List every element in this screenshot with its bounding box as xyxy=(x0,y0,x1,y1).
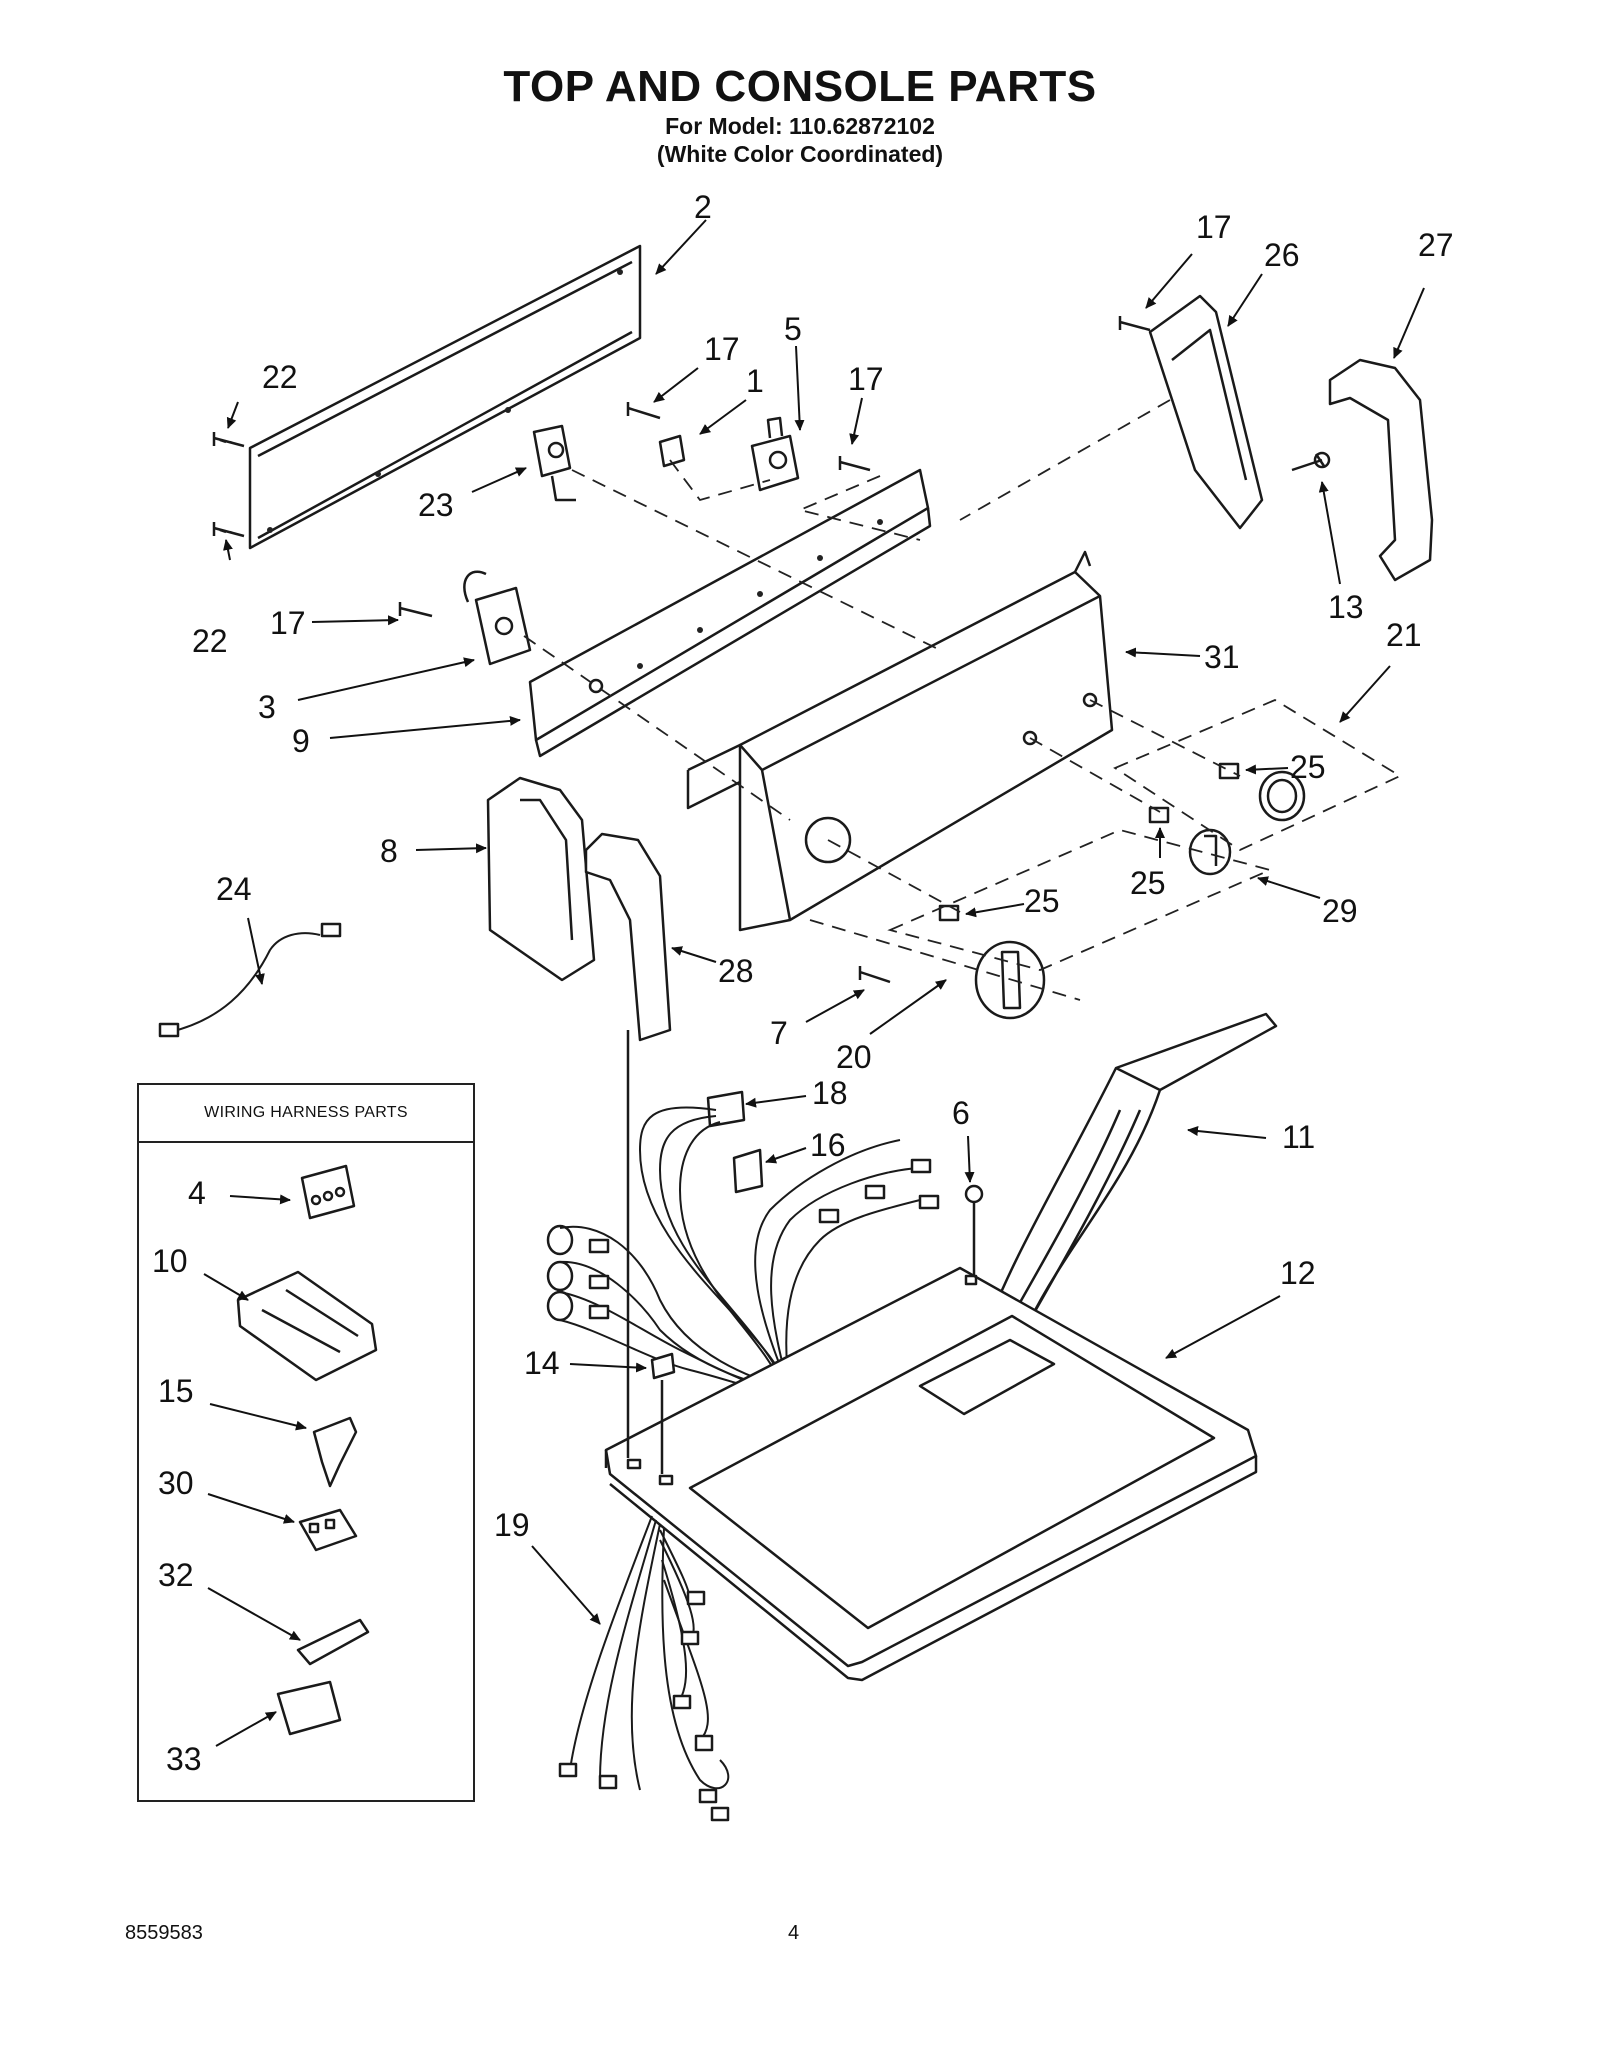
callout-22-bottom: 22 xyxy=(192,623,228,659)
screw-17-right xyxy=(838,456,871,472)
clip-25a xyxy=(1218,762,1240,780)
page-header: TOP AND CONSOLE PARTS For Model: 110.628… xyxy=(0,62,1600,168)
part-27-trim xyxy=(1328,358,1434,582)
callout-5: 5 xyxy=(784,311,802,347)
callout-27: 27 xyxy=(1418,227,1454,263)
callout-18: 18 xyxy=(812,1075,848,1111)
callout-17-b: 17 xyxy=(848,361,884,397)
part-10-housing xyxy=(236,1270,378,1382)
part-33-housing xyxy=(276,1680,342,1736)
model-line: For Model: 110.62872102 xyxy=(665,113,935,139)
screw-17-upper-right xyxy=(1118,316,1151,332)
part-30-housing xyxy=(298,1508,358,1552)
part-5-switch xyxy=(750,416,800,492)
callout-19: 19 xyxy=(494,1507,530,1543)
part-28-trim-left xyxy=(584,832,672,1042)
callout-10: 10 xyxy=(152,1243,188,1279)
screw-17-top xyxy=(626,402,661,420)
part-12-top-cover xyxy=(604,1266,1258,1682)
screw-13 xyxy=(1291,451,1331,472)
callout-24: 24 xyxy=(216,871,252,907)
callout-7: 7 xyxy=(770,1015,788,1051)
callout-4: 4 xyxy=(188,1175,206,1211)
callout-8: 8 xyxy=(380,833,398,869)
callout-26: 26 xyxy=(1264,237,1300,273)
callout-20: 20 xyxy=(836,1039,872,1075)
part-4-housing xyxy=(300,1164,356,1220)
callout-29: 29 xyxy=(1322,893,1358,929)
callout-14: 14 xyxy=(524,1345,560,1381)
callout-2: 2 xyxy=(694,189,712,225)
part-11-lint-housing xyxy=(980,1012,1278,1354)
part-2-back-panel xyxy=(248,244,642,550)
callout-31: 31 xyxy=(1204,639,1240,675)
part-23-switch xyxy=(532,424,576,502)
callout-1: 1 xyxy=(746,363,764,399)
wiring-harness-title: WIRING HARNESS PARTS xyxy=(139,1085,473,1143)
callout-21: 21 xyxy=(1386,617,1422,653)
part-8-end-cap-left xyxy=(486,776,596,982)
part-16-clip xyxy=(732,1148,764,1194)
clip-25c xyxy=(938,904,960,922)
clip-25b xyxy=(1148,806,1170,824)
screw-7 xyxy=(858,966,891,984)
part-9-control-bracket xyxy=(528,468,932,758)
callout-30: 30 xyxy=(158,1465,194,1501)
callout-3: 3 xyxy=(258,689,276,725)
screw-22a xyxy=(212,432,245,448)
part-14-clip xyxy=(650,1352,676,1380)
callout-22-top: 22 xyxy=(262,359,298,395)
callout-16: 16 xyxy=(810,1127,846,1163)
part-15-clip xyxy=(312,1416,358,1488)
part-31-console xyxy=(686,550,1114,932)
document-number: 8559583 xyxy=(125,1922,203,1944)
knob-29-small xyxy=(1188,828,1232,876)
part-1-block xyxy=(658,434,686,468)
callout-32: 32 xyxy=(158,1557,194,1593)
part-32-terminal xyxy=(296,1618,370,1666)
screw-17-left xyxy=(398,602,433,618)
callout-9: 9 xyxy=(292,723,310,759)
assembly-guide-lines xyxy=(523,399,1402,1001)
callout-12: 12 xyxy=(1280,1255,1316,1291)
part-19-bottom-harness xyxy=(558,1515,730,1822)
knob-29-large xyxy=(1258,770,1306,822)
callout-28: 28 xyxy=(718,953,754,989)
page-number: 4 xyxy=(788,1922,800,1944)
callout-23: 23 xyxy=(418,487,454,523)
callout-17-a: 17 xyxy=(704,331,740,367)
callout-6: 6 xyxy=(952,1095,970,1131)
callout-11: 11 xyxy=(1282,1119,1315,1155)
leader-lines xyxy=(203,219,1425,1747)
callout-25-b: 25 xyxy=(1130,865,1166,901)
callout-25-a: 25 xyxy=(1290,749,1326,785)
callout-25-c: 25 xyxy=(1024,883,1060,919)
part-3-timer xyxy=(463,570,532,666)
part-24-wire xyxy=(158,922,342,1038)
callout-33: 33 xyxy=(166,1741,202,1777)
page-title: TOP AND CONSOLE PARTS xyxy=(503,62,1097,111)
callout-17-d: 17 xyxy=(270,605,306,641)
callout-15: 15 xyxy=(158,1373,194,1409)
callout-labels: 2 22 22 23 17 1 5 17 17 26 27 13 17 3 9 … xyxy=(152,189,1454,1777)
reference-lines xyxy=(626,1030,664,1474)
part-26-end-cap xyxy=(1148,294,1264,530)
wiring-harness-box: WIRING HARNESS PARTS xyxy=(137,1083,475,1802)
callout-13: 13 xyxy=(1328,589,1364,625)
color-line: (White Color Coordinated) xyxy=(656,141,944,167)
screw-22b xyxy=(212,522,245,538)
callout-17-c: 17 xyxy=(1196,209,1232,245)
